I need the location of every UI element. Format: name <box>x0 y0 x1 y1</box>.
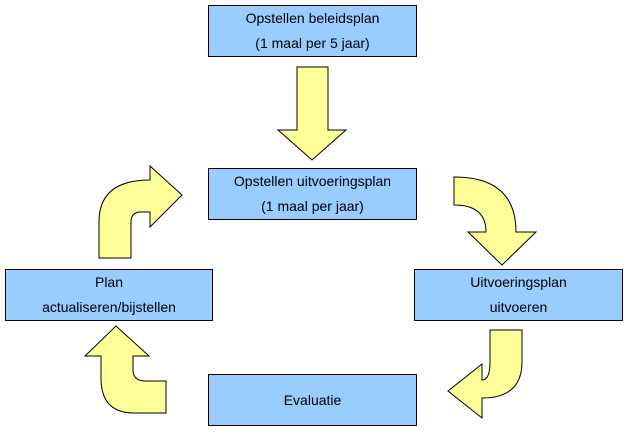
arrow-curve-to-evaluatie <box>447 329 523 420</box>
arrow-down-straight <box>276 66 348 161</box>
box-evaluatie: Evaluatie <box>208 374 417 426</box>
arrow-curve-to-actualiseren <box>83 325 167 414</box>
arrow-curve-to-uitvoeringsplan <box>98 164 183 259</box>
arrow-curve-to-uitvoeren <box>453 176 538 266</box>
box-uitvoeringsplan-line1: Opstellen uitvoeringsplan <box>233 173 392 189</box>
box-opstellen-beleidsplan: Opstellen beleidsplan (1 maal per 5 jaar… <box>208 5 417 57</box>
box-opstellen-uitvoeringsplan: Opstellen uitvoeringsplan (1 maal per ja… <box>208 168 417 220</box>
box-actualiseren-line2: actualiseren/bijstellen <box>42 299 176 315</box>
box-uitvoeren-line1: Uitvoeringsplan <box>470 274 567 290</box>
box-uitvoeringsplan-uitvoeren: Uitvoeringsplan uitvoeren <box>414 269 623 321</box>
box-uitvoeringsplan-line2: (1 maal per jaar) <box>261 198 364 214</box>
box-uitvoeren-line2: uitvoeren <box>489 299 548 315</box>
box-beleidsplan-line1: Opstellen beleidsplan <box>245 10 380 26</box>
box-beleidsplan-line2: (1 maal per 5 jaar) <box>255 35 370 51</box>
box-actualiseren-line1: Plan <box>94 274 124 290</box>
box-evaluatie-line1: Evaluatie <box>283 391 342 408</box>
box-plan-actualiseren: Plan actualiseren/bijstellen <box>5 269 213 321</box>
